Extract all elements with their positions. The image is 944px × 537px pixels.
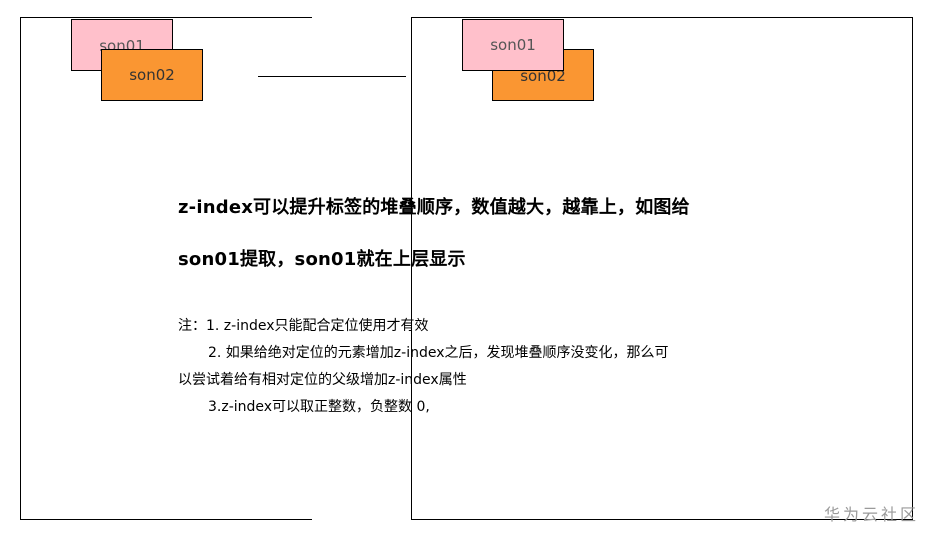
right-son01-box: son01 — [462, 19, 564, 71]
left-son02-label: son02 — [129, 66, 175, 84]
note-line-2: 2. 如果给绝对定位的元素增加z-index之后，发现堆叠顺序没变化，那么可 — [208, 345, 669, 361]
right-demo-panel — [411, 17, 913, 520]
left-demo-panel — [20, 17, 312, 520]
watermark: 华为云社区 — [824, 505, 920, 524]
note-line-1: 注：1. z-index只能配合定位使用才有效 — [178, 318, 429, 334]
heading-line-1: z-index可以提升标签的堆叠顺序，数值越大，越靠上，如图给 — [178, 197, 690, 218]
left-son02-box: son02 — [101, 49, 203, 101]
divider-line — [258, 76, 406, 77]
note-line-3: 以尝试着给有相对定位的父级增加z-index属性 — [178, 372, 467, 388]
right-son02-label: son02 — [520, 67, 566, 85]
heading-line-2: son01提取，son01就在上层显示 — [178, 249, 466, 270]
note-line-4: 3.z-index可以取正整数，负整数 0, — [208, 399, 430, 415]
right-son01-label: son01 — [490, 36, 536, 54]
